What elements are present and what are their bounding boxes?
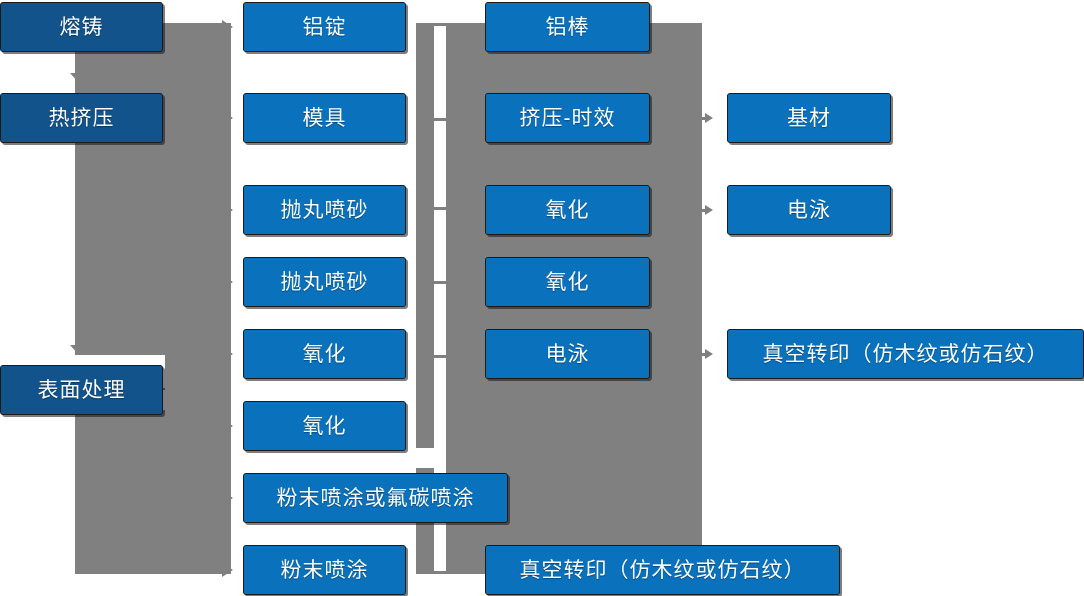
arrow-to-aluminum-ingot <box>222 20 233 34</box>
node-label: 表面处理 <box>37 378 126 402</box>
node-extrusion-aging[interactable]: 挤压-时效 <box>485 93 650 143</box>
node-aluminum-rod[interactable]: 铝棒 <box>485 2 650 52</box>
node-label: 氧化 <box>302 414 347 438</box>
connector-stub-electrophoresis-2 <box>702 209 707 212</box>
arrow-to-oxidation-2 <box>222 419 233 433</box>
arrow-to-powder-coating <box>222 563 233 577</box>
node-powder-coating[interactable]: 粉末喷涂 <box>243 545 406 595</box>
node-label: 铝棒 <box>545 15 590 39</box>
connector-stub-surface-treatment <box>163 388 187 390</box>
node-label: 粉末喷涂或氟碳喷涂 <box>276 486 475 510</box>
node-label: 氧化 <box>302 342 347 366</box>
node-surface-treatment[interactable]: 表面处理 <box>0 365 163 415</box>
node-label: 抛丸喷砂 <box>280 270 369 294</box>
node-electrophoresis-1[interactable]: 电泳 <box>485 329 650 379</box>
node-shot-blasting-2[interactable]: 抛丸喷砂 <box>243 257 406 307</box>
connector-trunk-mid-bar <box>416 23 434 574</box>
node-label: 电泳 <box>787 198 831 222</box>
connector-stem-melt-cast <box>75 23 165 355</box>
node-oxidation-4[interactable]: 氧化 <box>485 257 650 307</box>
arrow-to-powder-or-fluorocarbon <box>222 491 233 505</box>
connector-stub-row-4 <box>434 281 450 284</box>
arrow-to-oxidation-1 <box>222 347 233 361</box>
node-powder-or-fluorocarbon[interactable]: 粉末喷涂或氟碳喷涂 <box>243 473 508 523</box>
node-label: 电泳 <box>545 342 590 366</box>
node-label: 氧化 <box>545 198 590 222</box>
arrow-to-shot-blasting-1 <box>222 203 233 217</box>
node-label: 真空转印（仿木纹或仿石纹） <box>762 342 1049 366</box>
node-label: 挤压-时效 <box>519 106 616 130</box>
node-melt-cast[interactable]: 熔铸 <box>0 2 163 52</box>
connector-trunk-left-column <box>165 23 231 574</box>
node-label: 基材 <box>787 106 831 130</box>
node-vacuum-transfer-bottom[interactable]: 真空转印（仿木纹或仿石纹） <box>485 545 840 595</box>
connector-stub-row-1 <box>434 23 450 26</box>
node-oxidation-2[interactable]: 氧化 <box>243 401 406 451</box>
connector-stub-vacuum-right <box>702 353 707 356</box>
node-oxidation-1[interactable]: 氧化 <box>243 329 406 379</box>
connector-stub-row-2 <box>434 118 450 121</box>
node-substrate[interactable]: 基材 <box>727 93 891 143</box>
node-mold[interactable]: 模具 <box>243 93 406 143</box>
node-label: 氧化 <box>545 270 590 294</box>
connector-stub-row-3 <box>434 207 450 210</box>
connector-stub-row-6 <box>434 571 450 574</box>
node-shot-blasting-1[interactable]: 抛丸喷砂 <box>243 185 406 235</box>
arrow-to-electrophoresis-2 <box>705 205 713 215</box>
node-hot-extrusion[interactable]: 热挤压 <box>0 93 163 143</box>
arrow-to-substrate <box>705 113 713 123</box>
arrow-to-vacuum-transfer-right <box>705 349 713 359</box>
arrow-to-shot-blasting-2 <box>222 275 233 289</box>
node-label: 铝锭 <box>302 15 347 39</box>
connector-stub-row-5 <box>434 355 450 358</box>
node-label: 抛丸喷砂 <box>280 198 369 222</box>
arrow-down-surface-treatment <box>70 345 86 354</box>
node-vacuum-transfer-right[interactable]: 真空转印（仿木纹或仿石纹） <box>727 329 1084 379</box>
arrow-down-melt-cast <box>70 73 86 82</box>
connector-trunk-mid-gap <box>416 448 434 468</box>
node-label: 模具 <box>302 106 347 130</box>
node-label: 熔铸 <box>59 15 104 39</box>
node-oxidation-3[interactable]: 氧化 <box>485 185 650 235</box>
node-label: 真空转印（仿木纹或仿石纹） <box>519 558 806 582</box>
arrow-to-mold <box>222 111 233 125</box>
node-label: 粉末喷涂 <box>280 558 369 582</box>
connector-stub-substrate <box>702 117 707 120</box>
node-aluminum-ingot[interactable]: 铝锭 <box>243 2 406 52</box>
node-electrophoresis-2[interactable]: 电泳 <box>727 185 891 235</box>
node-label: 热挤压 <box>48 106 115 130</box>
